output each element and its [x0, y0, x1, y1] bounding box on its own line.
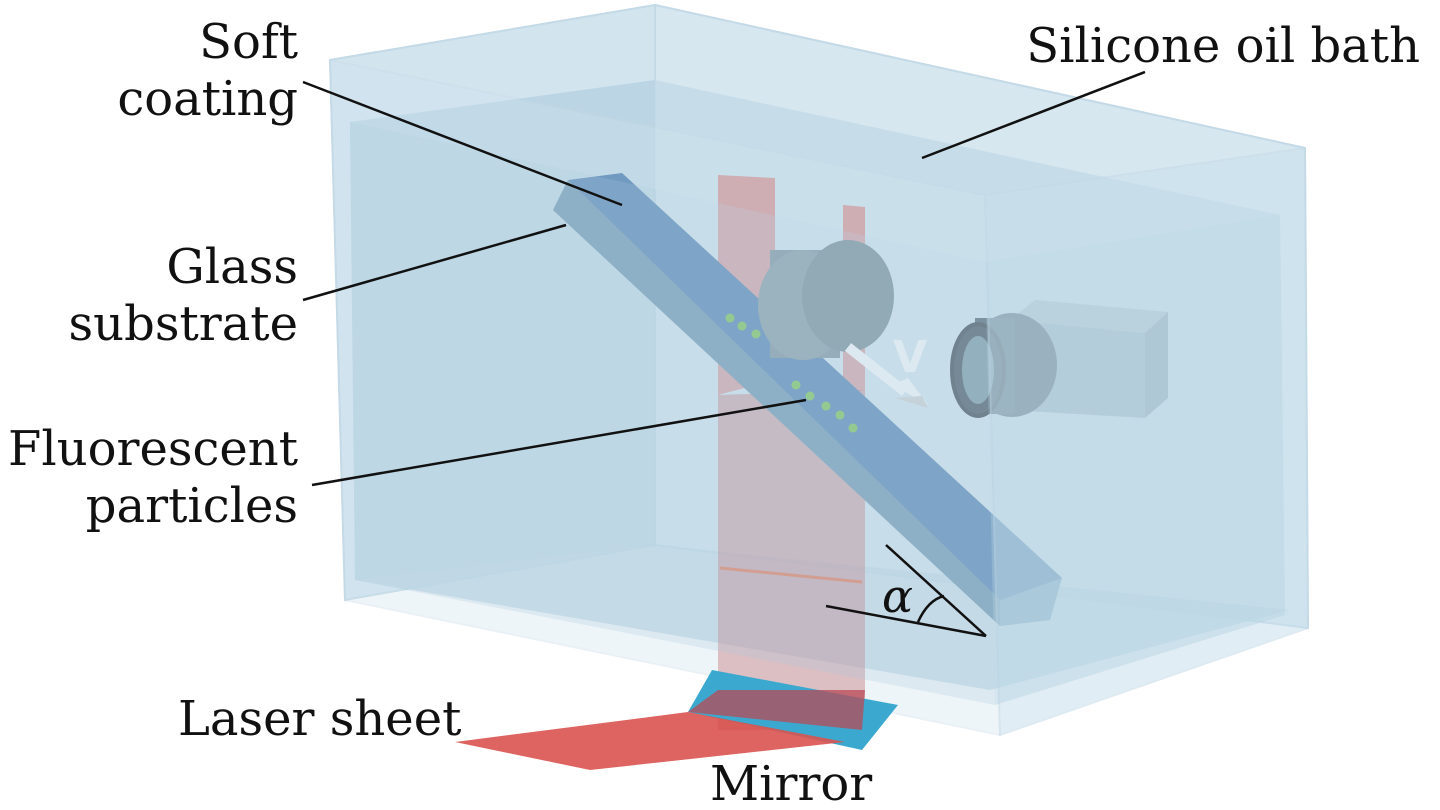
cylinder-probe	[758, 240, 894, 360]
leader-fluorescent-particles	[311, 398, 807, 487]
oil-front-face	[350, 122, 995, 705]
tilted-substrate	[553, 173, 1062, 626]
laser-fluorescence-line	[719, 566, 863, 584]
mirror-and-laser	[455, 670, 898, 770]
labels: Soft coating Silicone oil bath Glass sub…	[8, 14, 1420, 810]
particle	[791, 380, 801, 390]
particle	[725, 313, 735, 323]
cylinder-right-face	[802, 240, 894, 352]
particle	[821, 401, 831, 411]
leader-soft-coating	[302, 80, 623, 207]
angle-line-inclined	[885, 544, 987, 637]
laser-sheet-horizontal	[455, 712, 845, 770]
leader-glass-substrate	[302, 223, 567, 302]
particle	[805, 391, 815, 401]
particle	[737, 321, 747, 331]
label-fluorescent-particles-line1: Fluorescent	[8, 421, 298, 477]
velocity-arrow-shadow	[895, 396, 928, 408]
soft-coating-top	[568, 173, 1062, 600]
leader-silicone-oil-bath	[921, 70, 1146, 160]
particle	[835, 410, 845, 420]
label-soft-coating-line1: Soft	[199, 14, 298, 70]
glass-substrate-front	[553, 180, 1000, 626]
fluorescent-particles	[725, 313, 858, 433]
label-silicone-oil-bath: Silicone oil bath	[1026, 18, 1420, 74]
label-fluorescent-particles-line2: particles	[86, 478, 298, 534]
label-glass-substrate-line1: Glass	[166, 239, 298, 295]
bath-front	[328, 58, 1310, 737]
particle	[751, 329, 761, 339]
angle-label: α	[882, 569, 913, 623]
angle-arc	[916, 594, 945, 623]
laser-sheet-lower	[718, 390, 865, 730]
leader-lines	[302, 70, 1146, 487]
label-glass-substrate-line2: substrate	[69, 296, 298, 352]
velocity-arrow: V	[844, 332, 928, 408]
laser-sheet-reflection	[688, 690, 865, 730]
label-mirror: Mirror	[710, 756, 872, 810]
particle	[848, 423, 858, 433]
angle-annotation	[825, 544, 987, 638]
velocity-label: V	[893, 332, 927, 383]
label-laser-sheet: Laser sheet	[178, 691, 461, 747]
oil-right-face	[985, 215, 1285, 705]
label-soft-coating-line2: coating	[117, 71, 298, 127]
bath-right-face	[983, 146, 1310, 737]
camera-lens-glass	[962, 336, 994, 404]
angle-line-horizontal	[825, 604, 987, 638]
